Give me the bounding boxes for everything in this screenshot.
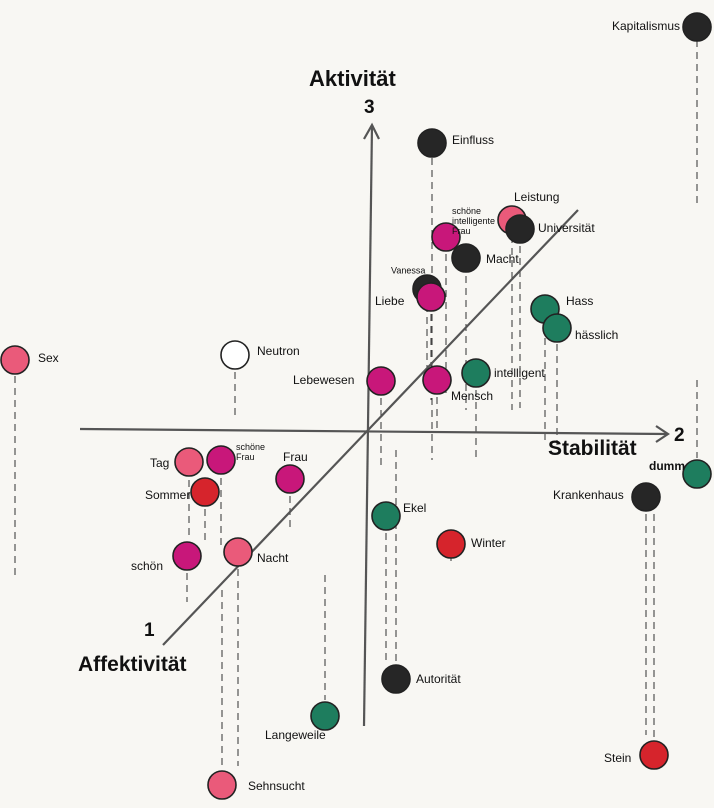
point-ekel: [371, 501, 401, 531]
point-schön: [172, 541, 202, 571]
point-frau: [275, 464, 305, 494]
label-lebewesen: Lebewesen: [293, 373, 354, 387]
axis-number-2: 2: [674, 425, 685, 446]
point-intelligent: [461, 358, 491, 388]
label-neutron: Neutron: [257, 344, 300, 358]
label-intelligent: intelligent: [494, 366, 545, 380]
point-winter: [436, 529, 466, 559]
label-frau: Frau: [283, 450, 308, 464]
axis-number-3: 3: [364, 97, 375, 118]
y-axis-line: [362, 124, 374, 727]
y-axis-arrowhead: [363, 122, 380, 140]
point-langeweile: [310, 701, 340, 731]
label-stein: Stein: [604, 751, 631, 765]
label-autorität: Autorität: [416, 672, 461, 686]
axis-number-1: 1: [144, 620, 155, 641]
label-sex: Sex: [38, 351, 59, 365]
point-autorität: [381, 664, 411, 694]
label-leistung: Leistung: [514, 190, 559, 204]
point-kapitalismus: [682, 12, 712, 42]
label-macht: Macht: [486, 252, 519, 266]
point-schöne-frau: [206, 445, 236, 475]
x-axis-line: [79, 427, 669, 436]
label-tag: Tag: [150, 456, 169, 470]
x-axis-arrowhead: [655, 425, 670, 443]
label-universität: Universität: [538, 221, 595, 235]
point-schöne-intelligente-frau: [431, 222, 461, 252]
point-tag: [174, 447, 204, 477]
point-dumm: [682, 459, 712, 489]
label-nacht: Nacht: [257, 551, 289, 565]
label-sommer: Sommer: [145, 488, 190, 502]
point-macht: [451, 243, 481, 273]
point-lebewesen: [366, 366, 396, 396]
label-mensch: Mensch: [451, 389, 493, 403]
axis-label-aktivitaet: Aktivität: [309, 66, 396, 91]
point-sommer: [190, 477, 220, 507]
point-einfluss: [417, 128, 447, 158]
point-sehnsucht: [207, 770, 237, 800]
label-hässlich: hässlich: [575, 328, 618, 342]
point-nacht: [223, 537, 253, 567]
label-liebe: Liebe: [375, 294, 405, 308]
label-hass: Hass: [566, 294, 593, 308]
label-ekel: Ekel: [403, 501, 426, 515]
label-vanessa: Vanessa: [391, 265, 425, 275]
label-kapitalismus: Kapitalismus: [612, 19, 680, 33]
point-hässlich: [542, 313, 572, 343]
point-universität: [505, 214, 535, 244]
axis-label-affektivitaet: Affektivität: [78, 653, 187, 676]
point-liebe: [416, 282, 446, 312]
label-winter: Winter: [471, 536, 506, 550]
label-einfluss: Einfluss: [452, 133, 494, 147]
label-dumm: dumm: [649, 459, 685, 473]
point-krankenhaus: [631, 482, 661, 512]
point-stein: [639, 740, 669, 770]
label-schön: schön: [131, 559, 163, 573]
label-langeweile: Langeweile: [265, 728, 326, 742]
point-sex: [0, 345, 30, 375]
axis-label-stabilitaet: Stabilität: [548, 437, 637, 460]
point-neutron: [220, 340, 250, 370]
markers-layer: [0, 12, 712, 800]
label-sehnsucht: Sehnsucht: [248, 779, 305, 793]
label-krankenhaus: Krankenhaus: [553, 488, 624, 502]
point-mensch: [422, 365, 452, 395]
z-axis-line: [162, 209, 579, 646]
